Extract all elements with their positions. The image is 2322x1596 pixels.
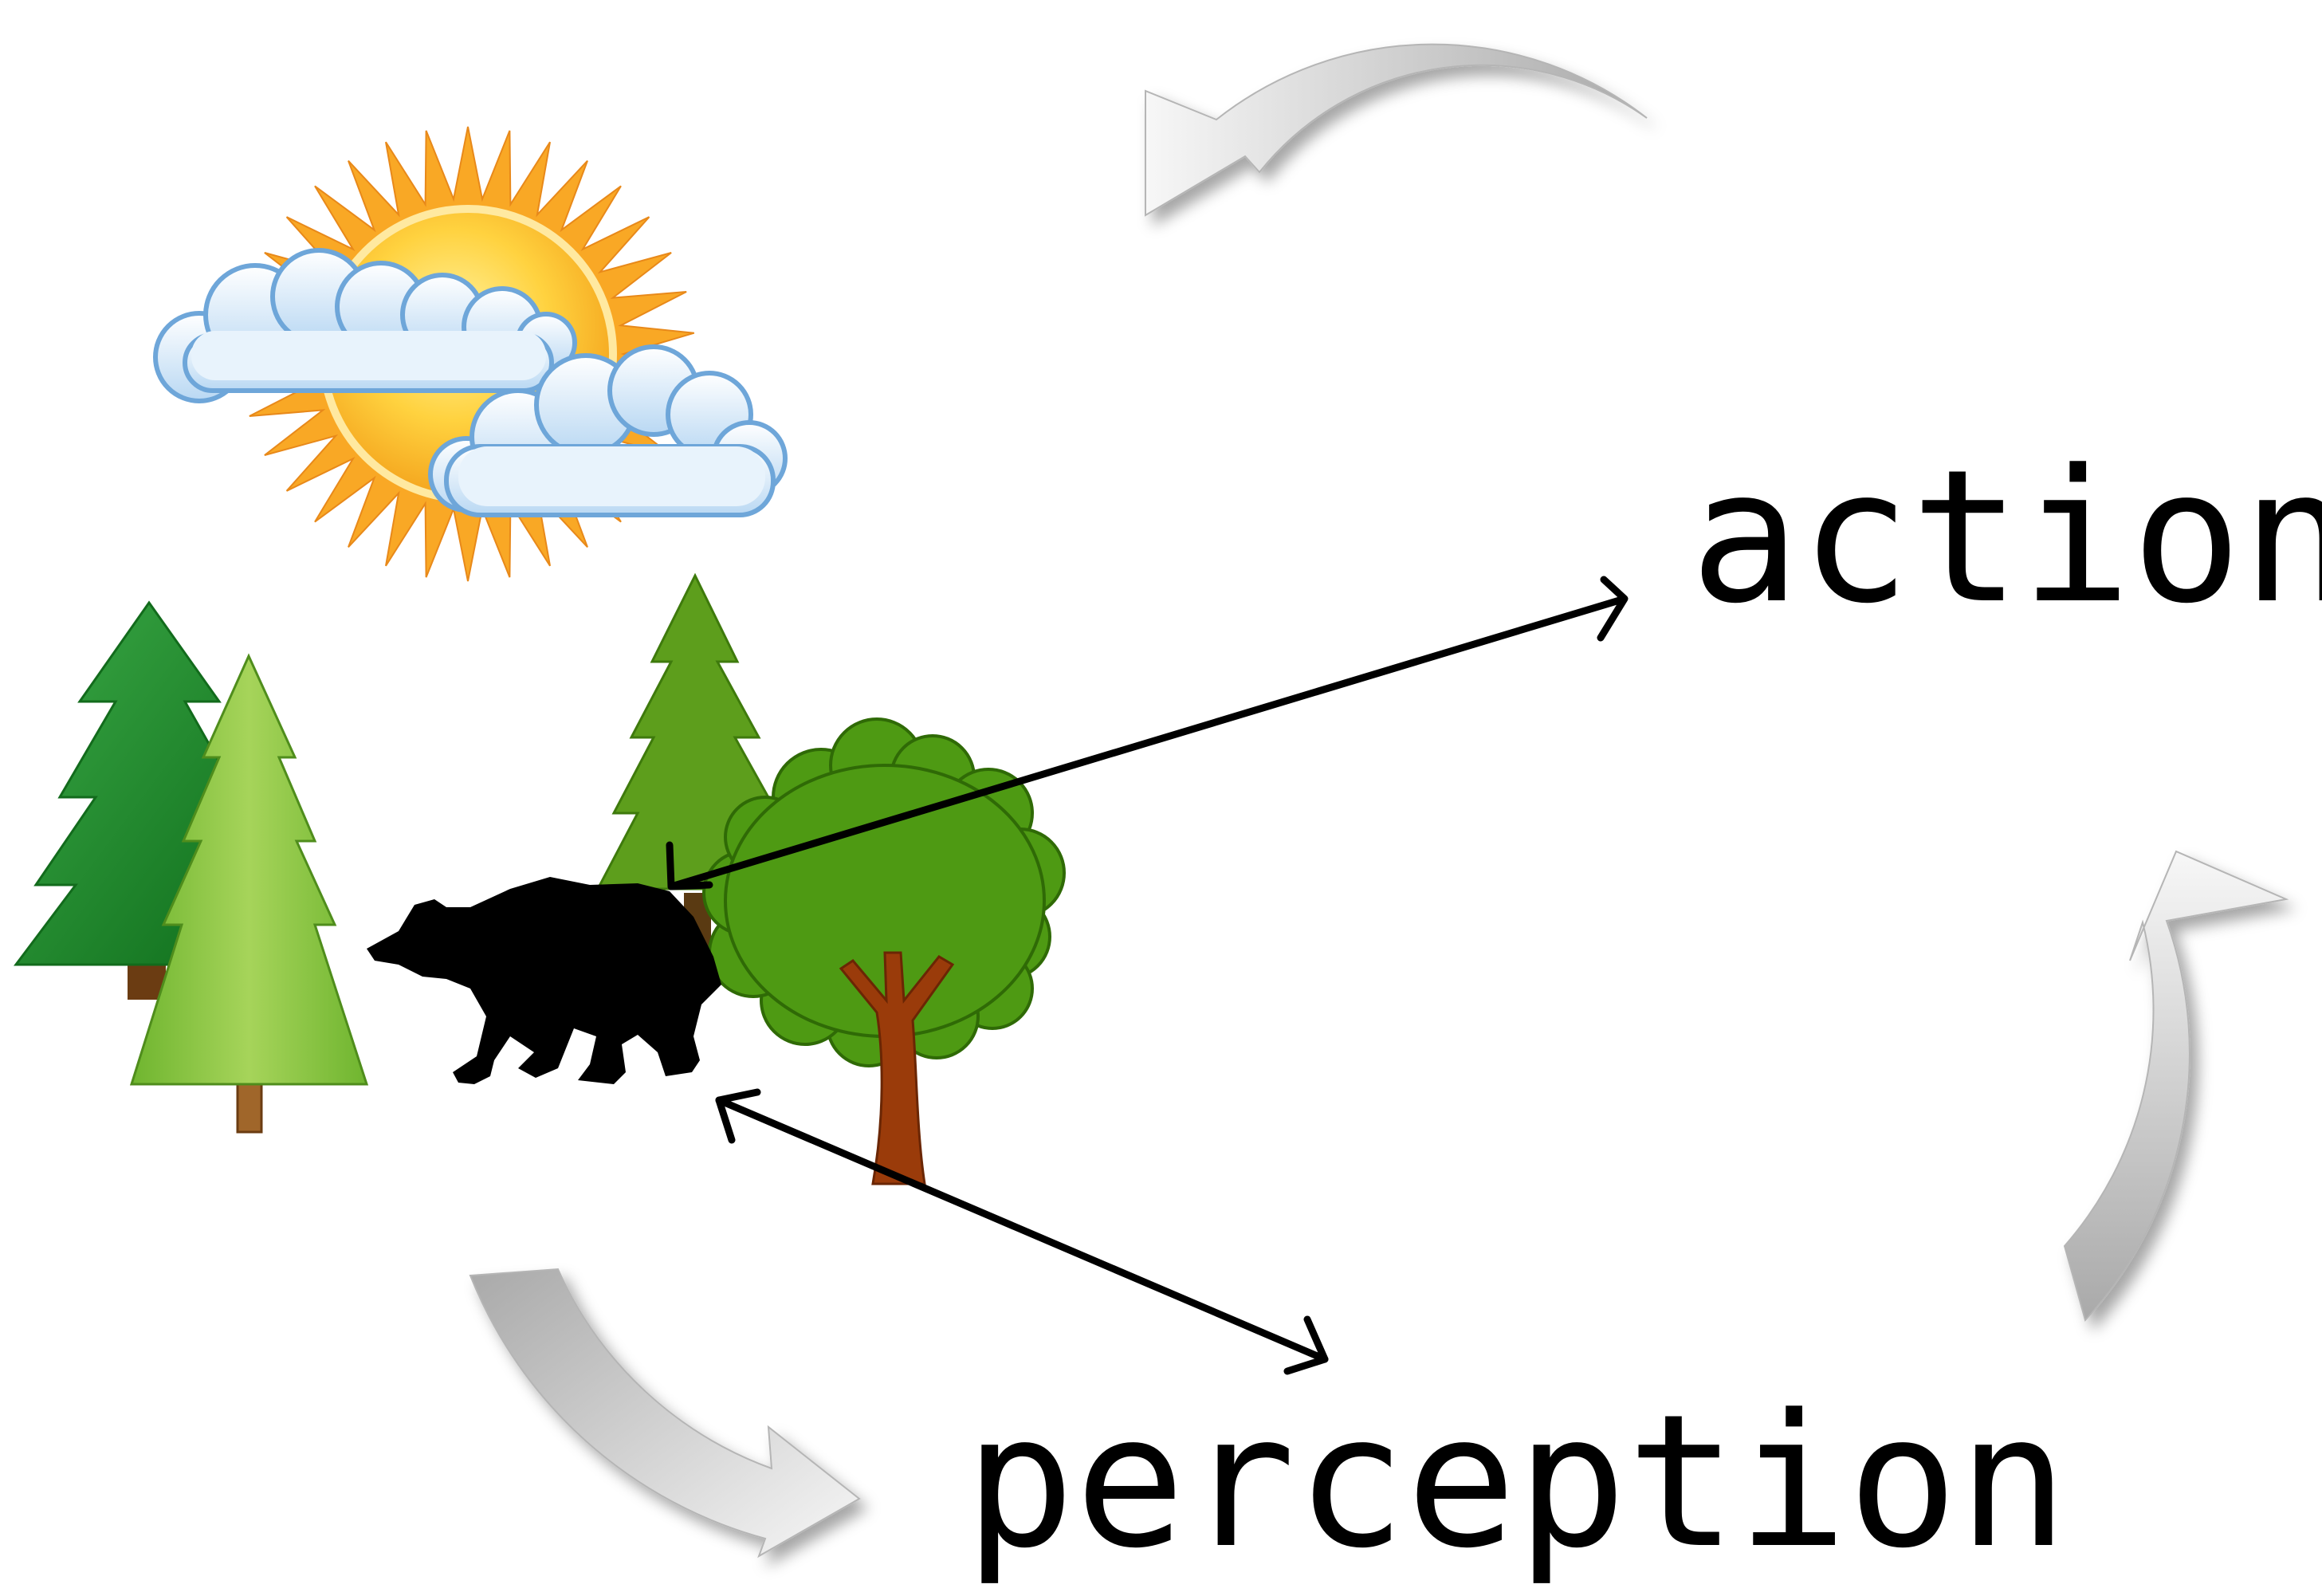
arrowhead-icon <box>715 1088 761 1144</box>
cycle-arrow-top <box>1145 43 1648 217</box>
arrowhead-icon <box>1283 1315 1329 1375</box>
cycle-arrow-bottom <box>469 1268 861 1559</box>
curved-arrow-icon <box>2063 850 2289 1322</box>
cycle-arrow-right <box>2063 850 2289 1322</box>
tree-trunk <box>839 951 955 1185</box>
perception-label: perception <box>965 1376 2069 1589</box>
arrowhead-icon <box>666 841 713 890</box>
curved-arrow-icon <box>469 1268 861 1559</box>
arrowhead-icon <box>1597 576 1629 642</box>
cloud-left <box>153 248 577 403</box>
cloud-right <box>428 344 788 517</box>
deciduous-tree <box>702 717 1066 1185</box>
pine-tree-front-left <box>129 653 369 1134</box>
curved-arrow-icon <box>1145 43 1648 217</box>
action-connector <box>666 576 1629 890</box>
perception-connector <box>715 1088 1329 1375</box>
bear-icon <box>367 877 721 1084</box>
action-label: action <box>1690 431 2322 644</box>
pine-tree-icon <box>129 653 369 1086</box>
